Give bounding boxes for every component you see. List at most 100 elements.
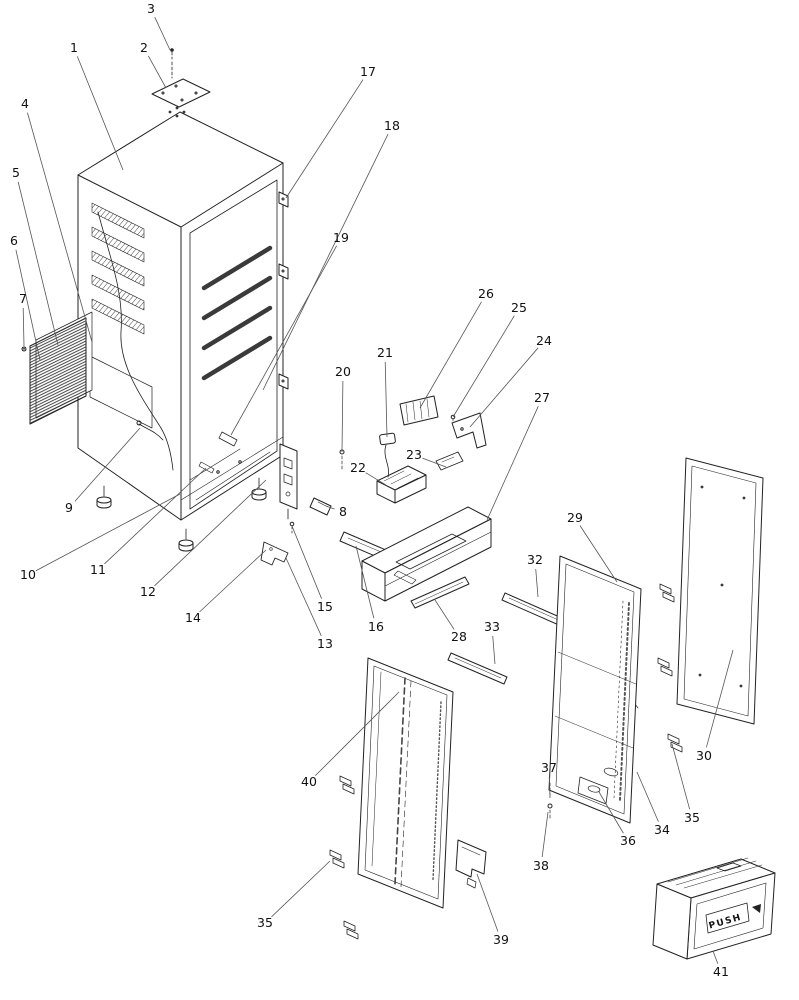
callout-23: 23: [406, 447, 422, 462]
leader-line: [419, 301, 482, 409]
callout-21: 21: [377, 345, 393, 360]
control-bracket: [279, 443, 298, 520]
leader-line: [434, 599, 455, 630]
callout-26: 26: [478, 286, 494, 301]
callout-39: 39: [493, 932, 509, 947]
floor-bracket-cluster: [260, 521, 295, 566]
sensor: [379, 432, 396, 478]
leader-line: [486, 406, 539, 521]
leader-line: [355, 545, 375, 619]
callout-37: 37: [541, 760, 557, 775]
leader-line: [285, 79, 364, 199]
leader-line: [705, 649, 734, 748]
leader-line: [285, 557, 322, 636]
callout-24: 24: [536, 333, 552, 348]
callout-14: 14: [185, 610, 201, 625]
callout-9: 9: [65, 500, 73, 515]
leader-line: [35, 493, 181, 572]
leader-line: [22, 307, 25, 347]
callout-1: 1: [70, 40, 78, 55]
callout-3: 3: [147, 1, 155, 16]
callout-35: 35: [257, 915, 273, 930]
callout-40: 40: [301, 774, 317, 789]
leader-line: [671, 743, 691, 810]
callout-8: 8: [339, 504, 347, 519]
leader-line: [535, 568, 539, 598]
leader-line: [154, 479, 267, 587]
callout-11: 11: [90, 562, 106, 577]
leader-line: [17, 181, 59, 346]
callout-32: 32: [527, 552, 543, 567]
leader-line: [147, 55, 167, 89]
top-mounting-plate: [151, 48, 211, 108]
leader-line: [104, 467, 207, 565]
callout-29: 29: [567, 510, 583, 525]
callout-19: 19: [333, 230, 349, 245]
callout-18: 18: [384, 118, 400, 133]
leader-line: [384, 361, 388, 438]
leader-line: [476, 873, 499, 932]
leader-line: [315, 691, 400, 776]
leader-line: [541, 811, 549, 858]
callout-13: 13: [317, 636, 333, 651]
leader-line: [230, 245, 337, 436]
callout-5: 5: [12, 165, 20, 180]
cabinet-shell: [77, 106, 284, 521]
angle-bracket: [451, 412, 487, 449]
callout-17: 17: [360, 64, 376, 79]
callout-28: 28: [451, 629, 467, 644]
leader-line: [76, 56, 124, 171]
push-unit: PUSH: [652, 857, 776, 960]
leader-line: [492, 635, 496, 665]
hinge-brackets: [278, 191, 289, 390]
vent-louvers: [91, 202, 145, 335]
leader-line: [262, 133, 389, 391]
latch-bracket: [455, 839, 487, 889]
callout-6: 6: [10, 233, 18, 248]
leader-line: [154, 16, 171, 51]
callout-22: 22: [350, 460, 366, 475]
mounting-clips: [329, 583, 683, 940]
leader-line: [341, 380, 344, 453]
leader-line: [199, 549, 267, 613]
callout-36: 36: [620, 833, 636, 848]
leader-line: [452, 315, 515, 418]
base-assembly: [361, 506, 492, 602]
callout-10: 10: [20, 567, 36, 582]
leader-line: [598, 791, 624, 834]
leader-line: [469, 347, 539, 428]
lower-door-panel: [357, 657, 454, 909]
leader-line: [325, 505, 335, 510]
callout-33: 33: [484, 619, 500, 634]
callout-20: 20: [335, 364, 351, 379]
leader-line: [271, 860, 331, 918]
clip-bracket: [435, 451, 464, 471]
outer-door-panel: [676, 457, 764, 725]
inner-door-panel: [547, 555, 642, 824]
callout-7: 7: [19, 291, 27, 306]
louver-plate: [399, 395, 439, 426]
exploded-view-art: PUSH: [21, 48, 776, 960]
leader-line: [365, 472, 387, 486]
drip-tray: [376, 465, 427, 504]
leader-line: [548, 776, 551, 799]
condenser-grille: [21, 311, 93, 425]
leader-line: [291, 525, 322, 599]
leader-line: [579, 525, 618, 583]
callout-25: 25: [511, 300, 527, 315]
callout-35: 35: [684, 810, 700, 825]
mounting-screw: [339, 449, 345, 471]
callout-4: 4: [21, 96, 29, 111]
leader-line: [27, 112, 93, 343]
callout-30: 30: [696, 748, 712, 763]
leader-line: [712, 950, 719, 964]
callout-27: 27: [534, 390, 550, 405]
callout-16: 16: [368, 619, 384, 634]
callout-2: 2: [140, 40, 148, 55]
callout-38: 38: [533, 858, 549, 873]
callout-41: 41: [713, 964, 729, 979]
leader-line: [636, 771, 659, 822]
